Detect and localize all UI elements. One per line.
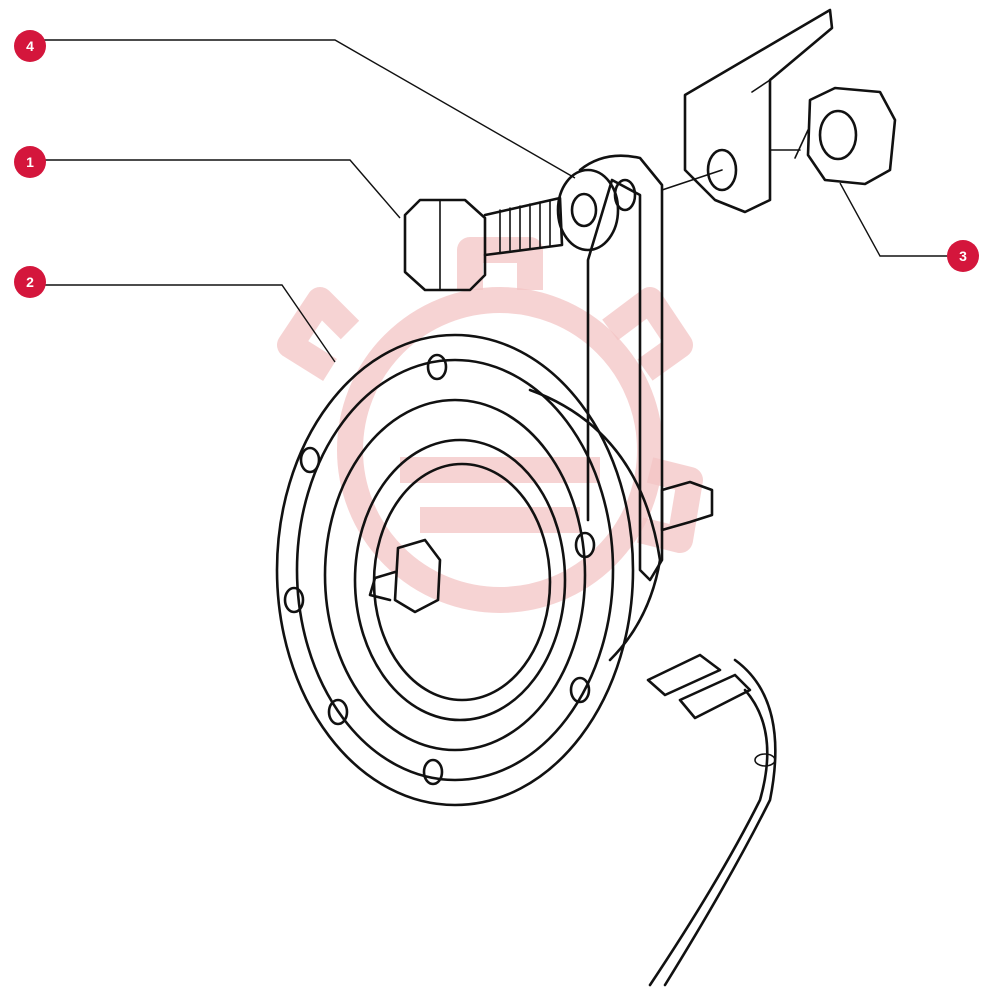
mounting-bracket (683, 8, 834, 214)
horn (275, 333, 714, 807)
wire-harness (646, 653, 777, 987)
watermark-gear-icon (277, 237, 703, 613)
assembly-axis-line (661, 169, 723, 191)
leader-line-2 (44, 284, 336, 363)
callout-2: 2 (14, 266, 46, 298)
nut (769, 86, 897, 186)
svg-text:1: 1 (26, 154, 34, 170)
callout-3: 3 (947, 240, 979, 272)
svg-text:2: 2 (26, 274, 34, 290)
callout-4: 4 (14, 30, 46, 62)
callout-1: 1 (14, 146, 46, 178)
leader-line-1 (44, 159, 401, 219)
leader-line-3 (839, 182, 950, 257)
leader-line-4 (44, 39, 576, 179)
svg-text:4: 4 (26, 38, 34, 54)
washer (556, 168, 620, 252)
svg-text:3: 3 (959, 248, 967, 264)
bolt (403, 196, 564, 292)
